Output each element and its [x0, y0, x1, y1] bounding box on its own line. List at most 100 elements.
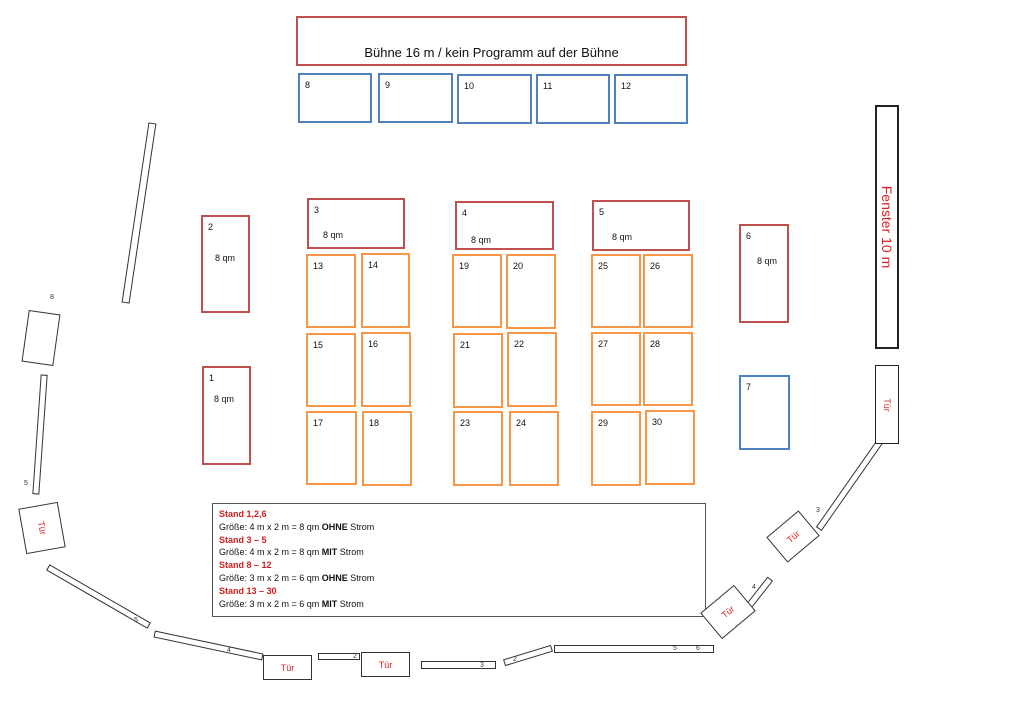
- legend-size: Größe: 3 m x 2 m = 6 qm MIT Strom: [219, 598, 699, 611]
- door: Tür: [263, 655, 312, 680]
- legend-power: MIT: [321, 547, 338, 558]
- stand-21: 21: [453, 333, 503, 408]
- legend-heading: Stand 8 – 12: [219, 560, 272, 571]
- stand-7: 7: [739, 375, 790, 450]
- legend-size: Größe: 3 m x 2 m = 6 qm OHNE Strom: [219, 572, 699, 585]
- stand-6: 6 8 qm: [739, 224, 789, 323]
- stand-2: 2 8 qm: [201, 215, 250, 313]
- legend-power: OHNE: [321, 521, 348, 532]
- stand-number: 22: [514, 339, 525, 349]
- stand-number: 9: [385, 80, 391, 90]
- door: Tür: [361, 652, 410, 677]
- stage-label: Bühne 16 m / kein Programm auf der Bühne: [364, 45, 619, 60]
- legend: Stand 1,2,6 Größe: 4 m x 2 m = 8 qm OHNE…: [212, 503, 706, 617]
- stand-number: 28: [650, 339, 661, 349]
- legend-size-text: Größe: 4 m x 2 m = 8 qm: [219, 521, 322, 532]
- stand-number: 27: [598, 339, 609, 349]
- wall-mark: 2: [513, 656, 517, 663]
- stage: Bühne 16 m / kein Programm auf der Bühne: [296, 16, 687, 66]
- wall-segment: [503, 644, 553, 667]
- legend-suffix: Strom: [347, 572, 375, 583]
- stand-27: 27: [591, 332, 641, 406]
- wall-mark: 6: [696, 645, 700, 652]
- wall-mark: 3: [480, 662, 484, 669]
- door-label: Tür: [280, 662, 295, 673]
- stand-12: 12: [614, 74, 688, 124]
- window: Fenster 10 m: [875, 105, 899, 349]
- stand-area: 8 qm: [215, 253, 236, 263]
- stand-number: 10: [464, 81, 475, 91]
- stand-number: 5: [599, 207, 605, 217]
- stand-number: 19: [459, 261, 470, 271]
- stand-number: 6: [746, 231, 752, 241]
- stand-number: 1: [209, 373, 215, 383]
- stand-26: 26: [643, 254, 693, 328]
- stand-area: 8 qm: [471, 235, 492, 245]
- stand-number: 13: [313, 261, 324, 271]
- stand-number: 23: [460, 418, 471, 428]
- wall-mark: 8: [50, 294, 54, 301]
- wall-segment: [554, 645, 714, 653]
- door-label: Tür: [378, 659, 393, 670]
- stand-number: 14: [368, 260, 379, 270]
- stand-area: 8 qm: [612, 232, 633, 242]
- wall-block: [21, 310, 61, 366]
- stand-8: 8: [298, 73, 372, 123]
- wall-mark: 5: [134, 617, 138, 624]
- legend-size-text: Größe: 3 m x 2 m = 6 qm: [219, 598, 322, 609]
- legend-heading: Stand 1,2,6: [219, 509, 267, 519]
- legend-suffix: Strom: [347, 521, 375, 532]
- legend-size-text: Größe: 3 m x 2 m = 6 qm: [219, 572, 322, 583]
- stand-number: 7: [746, 382, 752, 392]
- stand-28: 28: [643, 332, 693, 406]
- stand-20: 20: [506, 254, 556, 329]
- wall-mark: 3: [816, 507, 820, 514]
- stand-24: 24: [509, 411, 559, 486]
- stand-16: 16: [361, 332, 411, 407]
- wall-mark: 4: [227, 647, 231, 654]
- door: Tür: [700, 584, 756, 640]
- legend-power: MIT: [321, 598, 338, 609]
- stand-number: 18: [369, 418, 380, 428]
- legend-suffix: Strom: [337, 547, 364, 558]
- stand-area: 8 qm: [214, 394, 235, 404]
- door: Tür: [875, 365, 899, 444]
- wall-segment: [815, 431, 889, 532]
- legend-suffix: Strom: [337, 598, 364, 609]
- stand-23: 23: [453, 411, 503, 486]
- stand-number: 15: [313, 340, 324, 350]
- stand-1: 1 8 qm: [202, 366, 251, 465]
- wall-mark: 5: [24, 480, 28, 487]
- stand-number: 11: [543, 81, 553, 91]
- stand-25: 25: [591, 254, 641, 328]
- stand-number: 2: [208, 222, 214, 232]
- door-label: Tür: [784, 528, 802, 545]
- wall-segment: [318, 653, 360, 660]
- stand-number: 8: [305, 80, 311, 90]
- stand-4: 4 8 qm: [455, 201, 554, 250]
- wall-segment: [421, 661, 496, 669]
- legend-heading: Stand 13 – 30: [219, 585, 277, 596]
- stand-area: 8 qm: [323, 230, 344, 240]
- door: Tür: [766, 510, 820, 563]
- door-label: Tür: [882, 397, 892, 412]
- wall-mark: 4: [752, 584, 756, 591]
- stand-30: 30: [645, 410, 695, 485]
- stand-number: 4: [462, 208, 468, 218]
- door: Tür: [18, 501, 66, 555]
- stand-29: 29: [591, 411, 641, 486]
- stand-area: 8 qm: [757, 256, 778, 266]
- stand-number: 26: [650, 261, 661, 271]
- wall-mark: 2: [353, 653, 357, 660]
- stand-14: 14: [361, 253, 410, 328]
- stand-17: 17: [306, 411, 357, 485]
- stand-number: 16: [368, 339, 379, 349]
- stand-number: 24: [516, 418, 527, 428]
- stand-19: 19: [452, 254, 502, 328]
- stand-3: 3 8 qm: [307, 198, 405, 249]
- stand-13: 13: [306, 254, 356, 328]
- wall-segment: [153, 630, 264, 661]
- stand-18: 18: [362, 411, 412, 486]
- stand-number: 21: [460, 340, 471, 350]
- legend-size: Größe: 4 m x 2 m = 8 qm MIT Strom: [219, 546, 699, 559]
